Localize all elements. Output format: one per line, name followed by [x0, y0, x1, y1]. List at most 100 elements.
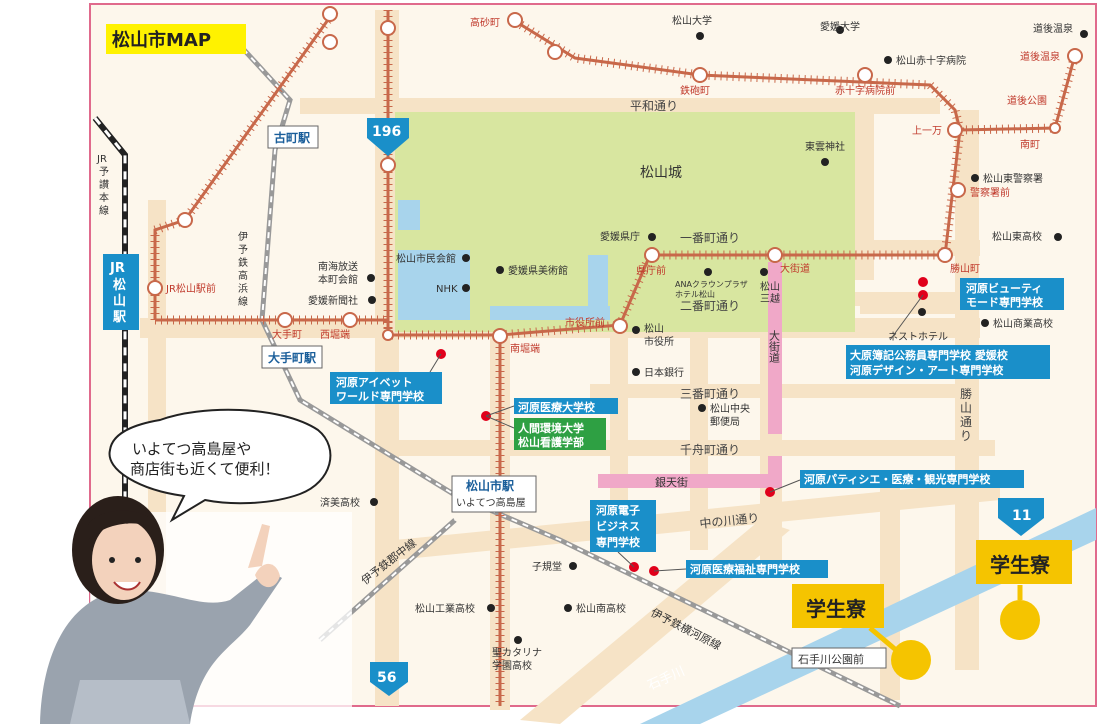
route-56-shield: 56 — [370, 662, 408, 696]
svg-text:松山市MAP: 松山市MAP — [112, 29, 211, 51]
svg-text:郵便局: 郵便局 — [710, 415, 740, 428]
svg-text:駅: 駅 — [112, 310, 127, 325]
svg-text:松山中央: 松山中央 — [710, 402, 750, 415]
svg-text:松山商業高校: 松山商業高校 — [993, 317, 1053, 330]
svg-text:松山: 松山 — [760, 280, 780, 293]
svg-text:東雲神社: 東雲神社 — [805, 140, 845, 153]
svg-text:高: 高 — [238, 269, 248, 282]
jr-matsuyama-station[interactable]: JR 松 山 駅 — [103, 254, 139, 330]
landmarks: 松山大学 愛媛大学 松山赤十字病院 東雲神社 松山東警察署 松山東高校 愛媛県庁… — [308, 14, 1088, 672]
svg-text:松: 松 — [113, 277, 126, 293]
school-beauty[interactable]: 河原ビューティ モード専門学校 — [960, 278, 1064, 310]
svg-text:松山南高校: 松山南高校 — [576, 602, 626, 615]
otemachi-station[interactable]: 大手町駅 — [261, 345, 323, 369]
svg-text:JR: JR — [109, 261, 125, 276]
svg-text:古町駅: 古町駅 — [274, 130, 311, 145]
svg-text:56: 56 — [377, 670, 396, 686]
svg-text:河原アイベット: 河原アイベット — [336, 375, 412, 389]
svg-text:日本銀行: 日本銀行 — [644, 366, 684, 379]
iyotetsu-takahama-label: 伊 予 鉄 高 浜 線 — [238, 231, 248, 308]
komachi-station[interactable]: 古町駅 — [267, 125, 319, 149]
svg-text:松山: 松山 — [644, 322, 664, 335]
svg-text:大原簿記公務員専門学校 愛媛校: 大原簿記公務員専門学校 愛媛校 — [850, 348, 1009, 362]
svg-text:大手町: 大手町 — [272, 328, 302, 341]
school-denshi[interactable]: 河原電子 ビジネス 専門学校 — [590, 500, 656, 552]
dormitory-2[interactable]: 学生寮 — [976, 540, 1072, 640]
svg-text:警察署前: 警察署前 — [970, 186, 1010, 199]
school-leaders — [429, 294, 924, 572]
svg-text:愛媛大学: 愛媛大学 — [820, 20, 860, 33]
svg-text:千舟町通り: 千舟町通り — [680, 443, 740, 457]
matsuyama-castle-label: 松山城 — [640, 165, 682, 181]
gintengai-label: 銀天街 — [655, 475, 688, 489]
tram-stop-labels: 高砂町 鉄砲町 赤十字病院前 道後温泉 道後温泉 道後公園 上一万 南町 警察署… — [165, 16, 1073, 355]
svg-text:専門学校: 専門学校 — [596, 535, 641, 549]
svg-text:松山工業高校: 松山工業高校 — [415, 602, 475, 615]
svg-text:平和通り: 平和通り — [630, 99, 678, 113]
svg-text:山: 山 — [113, 293, 126, 309]
svg-text:県庁前: 県庁前 — [636, 264, 666, 277]
svg-text:南海放送: 南海放送 — [318, 260, 358, 273]
svg-text:ANAクラウンプラザ: ANAクラウンプラザ — [675, 280, 748, 289]
svg-text:浜: 浜 — [238, 283, 248, 295]
tram-stop-circles — [147, 6, 1083, 344]
jr-yosan-line-label: JR 予 讃 本 線 — [96, 154, 109, 217]
svg-text:南堀端: 南堀端 — [510, 342, 540, 355]
svg-text:讃: 讃 — [99, 178, 109, 191]
ishitegawa-koen-station[interactable]: 石手川公園前 — [791, 647, 887, 669]
svg-text:商店街も近くて便利！: 商店街も近くて便利！ — [130, 460, 280, 478]
svg-text:西堀端: 西堀端 — [320, 328, 350, 341]
svg-text:勝山町: 勝山町 — [950, 262, 980, 275]
svg-text:学生寮: 学生寮 — [990, 553, 1051, 577]
svg-text:上一万: 上一万 — [912, 125, 942, 137]
svg-text:愛媛県庁: 愛媛県庁 — [600, 230, 640, 243]
svg-text:赤十字病院前: 赤十字病院前 — [835, 84, 895, 97]
svg-text:通: 通 — [960, 415, 972, 429]
svg-text:聖カタリナ: 聖カタリナ — [492, 647, 542, 659]
school-patissier[interactable]: 河原パティシエ・医療・観光専門学校 — [800, 470, 1024, 488]
svg-text:本: 本 — [99, 191, 109, 204]
svg-text:河原ビューティ: 河原ビューティ — [966, 281, 1042, 295]
svg-text:市役所: 市役所 — [644, 335, 674, 348]
svg-text:大街道: 大街道 — [780, 262, 810, 275]
svg-text:大手町駅: 大手町駅 — [268, 350, 317, 365]
svg-text:道後温泉: 道後温泉 — [1033, 22, 1073, 35]
school-fukushi[interactable]: 河原医療福祉専門学校 — [686, 560, 828, 578]
svg-text:愛媛新聞社: 愛媛新聞社 — [308, 294, 358, 307]
svg-text:ネストホテル: ネストホテル — [888, 331, 948, 343]
svg-text:JR松山駅前: JR松山駅前 — [165, 282, 216, 295]
svg-text:本町会館: 本町会館 — [318, 273, 358, 286]
svg-text:ホテル松山: ホテル松山 — [675, 289, 715, 299]
svg-text:一番町通り: 一番町通り — [680, 231, 740, 245]
svg-text:予: 予 — [238, 244, 248, 256]
svg-text:学園高校: 学園高校 — [492, 659, 532, 672]
svg-text:いよてつ高島屋や: いよてつ高島屋や — [132, 440, 251, 458]
school-kankyo[interactable]: 人間環境大学 松山看護学部 — [514, 418, 606, 450]
matsuyamashi-station[interactable]: 松山市駅 いよてつ高島屋 — [451, 475, 537, 513]
svg-text:松山大学: 松山大学 — [672, 14, 712, 27]
svg-text:南町: 南町 — [1020, 138, 1040, 151]
student-guide-illustration — [40, 496, 282, 724]
svg-text:鉄: 鉄 — [238, 256, 248, 269]
school-aibetto[interactable]: 河原アイベット ワールド専門学校 — [330, 372, 442, 404]
svg-text:鉄砲町: 鉄砲町 — [680, 84, 710, 97]
svg-text:河原パティシエ・医療・観光専門学校: 河原パティシエ・医療・観光専門学校 — [804, 472, 991, 486]
svg-text:石手川公園前: 石手川公園前 — [798, 652, 864, 666]
svg-text:モード専門学校: モード専門学校 — [966, 295, 1044, 309]
svg-text:予: 予 — [99, 166, 109, 178]
svg-text:松山市駅: 松山市駅 — [466, 478, 515, 493]
school-iryo-univ[interactable]: 河原医療大学校 — [514, 398, 618, 414]
school-ohara[interactable]: 大原簿記公務員専門学校 愛媛校 河原デザイン・アート専門学校 — [846, 345, 1050, 379]
dormitory-1[interactable]: 学生寮 — [792, 584, 931, 680]
moat-s — [490, 306, 610, 320]
svg-text:伊: 伊 — [238, 231, 248, 243]
moat-e — [588, 255, 608, 320]
svg-text:市役所前: 市役所前 — [565, 316, 605, 329]
svg-text:三越: 三越 — [760, 292, 780, 305]
svg-text:人間環境大学: 人間環境大学 — [518, 421, 584, 435]
svg-text:松山東警察署: 松山東警察署 — [983, 172, 1043, 185]
svg-text:JR: JR — [96, 154, 107, 165]
svg-text:松山市民会館: 松山市民会館 — [396, 252, 456, 265]
